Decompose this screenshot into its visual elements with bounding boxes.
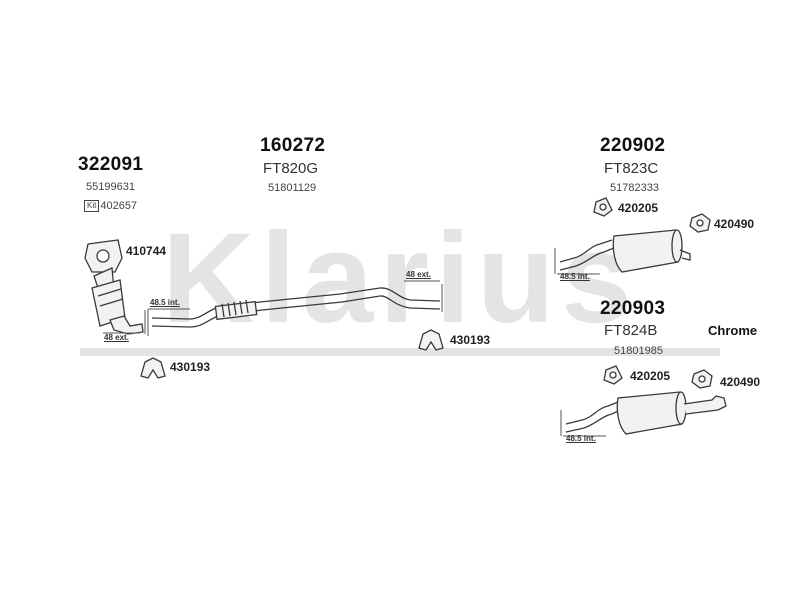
fitting-420205-bottom-label: 420205 — [630, 369, 671, 383]
part-number-160272: 160272 — [260, 135, 326, 156]
measurement-cat-ext: 48 ext. — [104, 333, 129, 342]
part-number-220903: 220903 — [600, 298, 666, 319]
rubber-420490-top-drawing — [689, 213, 711, 233]
clamp-430193-mid-drawing — [418, 329, 444, 351]
clamp-430193-left-drawing — [140, 357, 166, 379]
rear-silencer-220903-drawing — [560, 391, 727, 437]
fitting-410744-label: 410744 — [126, 244, 167, 258]
fitting-420490-bottom-label: 420490 — [720, 375, 761, 389]
part-number-322091: 322091 — [78, 154, 144, 175]
fitting-430193-mid-label: 430193 — [450, 333, 491, 347]
code-ft823c: FT823C — [604, 160, 659, 177]
gasket-410744-drawing — [84, 239, 123, 273]
measurement-rear1-int: 48.5 int. — [560, 272, 590, 281]
watermark-text: Klarius — [162, 207, 638, 350]
code-ft820g: FT820G — [263, 160, 319, 177]
rear-silencer-220902-drawing — [554, 229, 691, 275]
fitting-420490-top-label: 420490 — [714, 217, 755, 231]
rubber-420205-top-drawing — [593, 197, 613, 217]
kit-box-label: Kit — [84, 200, 100, 212]
rubber-420205-bottom-drawing — [603, 365, 623, 385]
part-number-220902: 220902 — [600, 135, 666, 156]
oe-number-51782333: 51782333 — [610, 182, 659, 194]
cat-dimension-lines — [103, 309, 149, 336]
finish-chrome-label: Chrome — [708, 323, 758, 338]
catalytic-converter-drawing — [91, 267, 144, 335]
oe-number-51801985: 51801985 — [614, 345, 663, 357]
measurement-pipe-ext: 48 ext. — [406, 270, 431, 279]
measurement-pipe-int: 48.5 int. — [150, 298, 180, 307]
rubber-420490-bottom-drawing — [691, 369, 713, 389]
oe-number-55199631: 55199631 — [86, 181, 135, 193]
code-ft824b: FT824B — [604, 322, 658, 339]
middle-pipe-drawing — [144, 280, 443, 334]
fitting-430193-left-label: 430193 — [170, 360, 211, 374]
measurement-rear2-int: 48.5 int. — [566, 434, 596, 443]
oe-number-51801129: 51801129 — [268, 182, 317, 194]
kit-number: 402657 — [100, 200, 138, 212]
fitting-420205-top-label: 420205 — [618, 201, 659, 215]
